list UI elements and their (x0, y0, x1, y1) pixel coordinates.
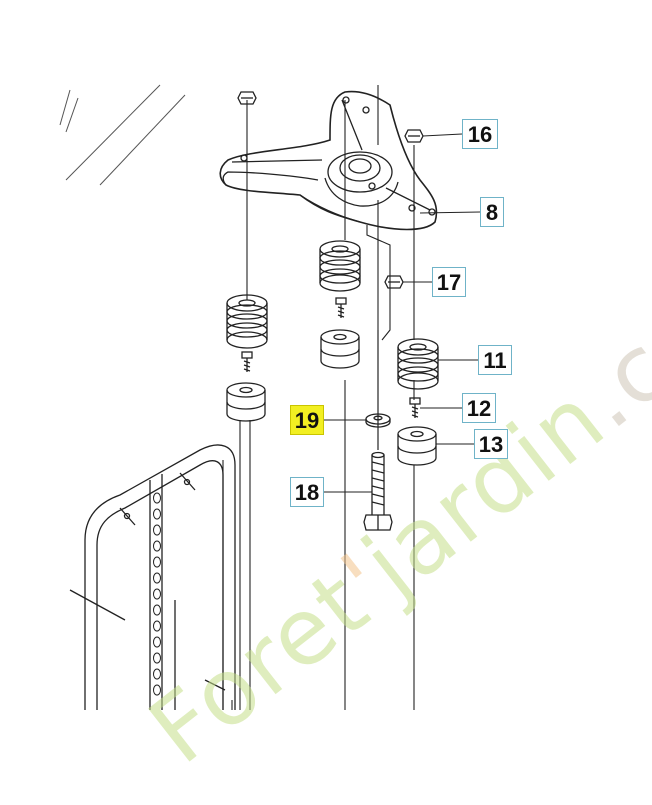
callout-18: 18 (290, 477, 324, 507)
nut-16 (404, 129, 424, 143)
nut-17 (384, 275, 404, 289)
screw-12 (409, 397, 421, 418)
axis-lines (222, 85, 415, 710)
screw-left (241, 351, 253, 372)
frame-guide-lines (59, 84, 186, 186)
bushing-left (226, 382, 266, 422)
bushing-center (320, 329, 360, 369)
callout-11: 11 (478, 345, 512, 375)
washer-19 (365, 413, 391, 428)
screw-center (335, 297, 347, 318)
callout-13: 13 (474, 429, 508, 459)
callout-8: 8 (480, 197, 504, 227)
handle-frame (69, 444, 236, 710)
spring-11 (397, 338, 439, 390)
bolt-18 (363, 451, 393, 531)
spring-left (226, 294, 268, 349)
callout-16: 16 (462, 119, 498, 149)
nut-top-left (237, 91, 257, 105)
callout-19: 19 (290, 405, 324, 435)
callout-12: 12 (462, 393, 496, 423)
blade-hub (219, 90, 438, 231)
leader-lines (324, 133, 481, 493)
spring-center (319, 240, 361, 292)
bushing-13 (397, 426, 437, 466)
callout-17: 17 (432, 267, 466, 297)
